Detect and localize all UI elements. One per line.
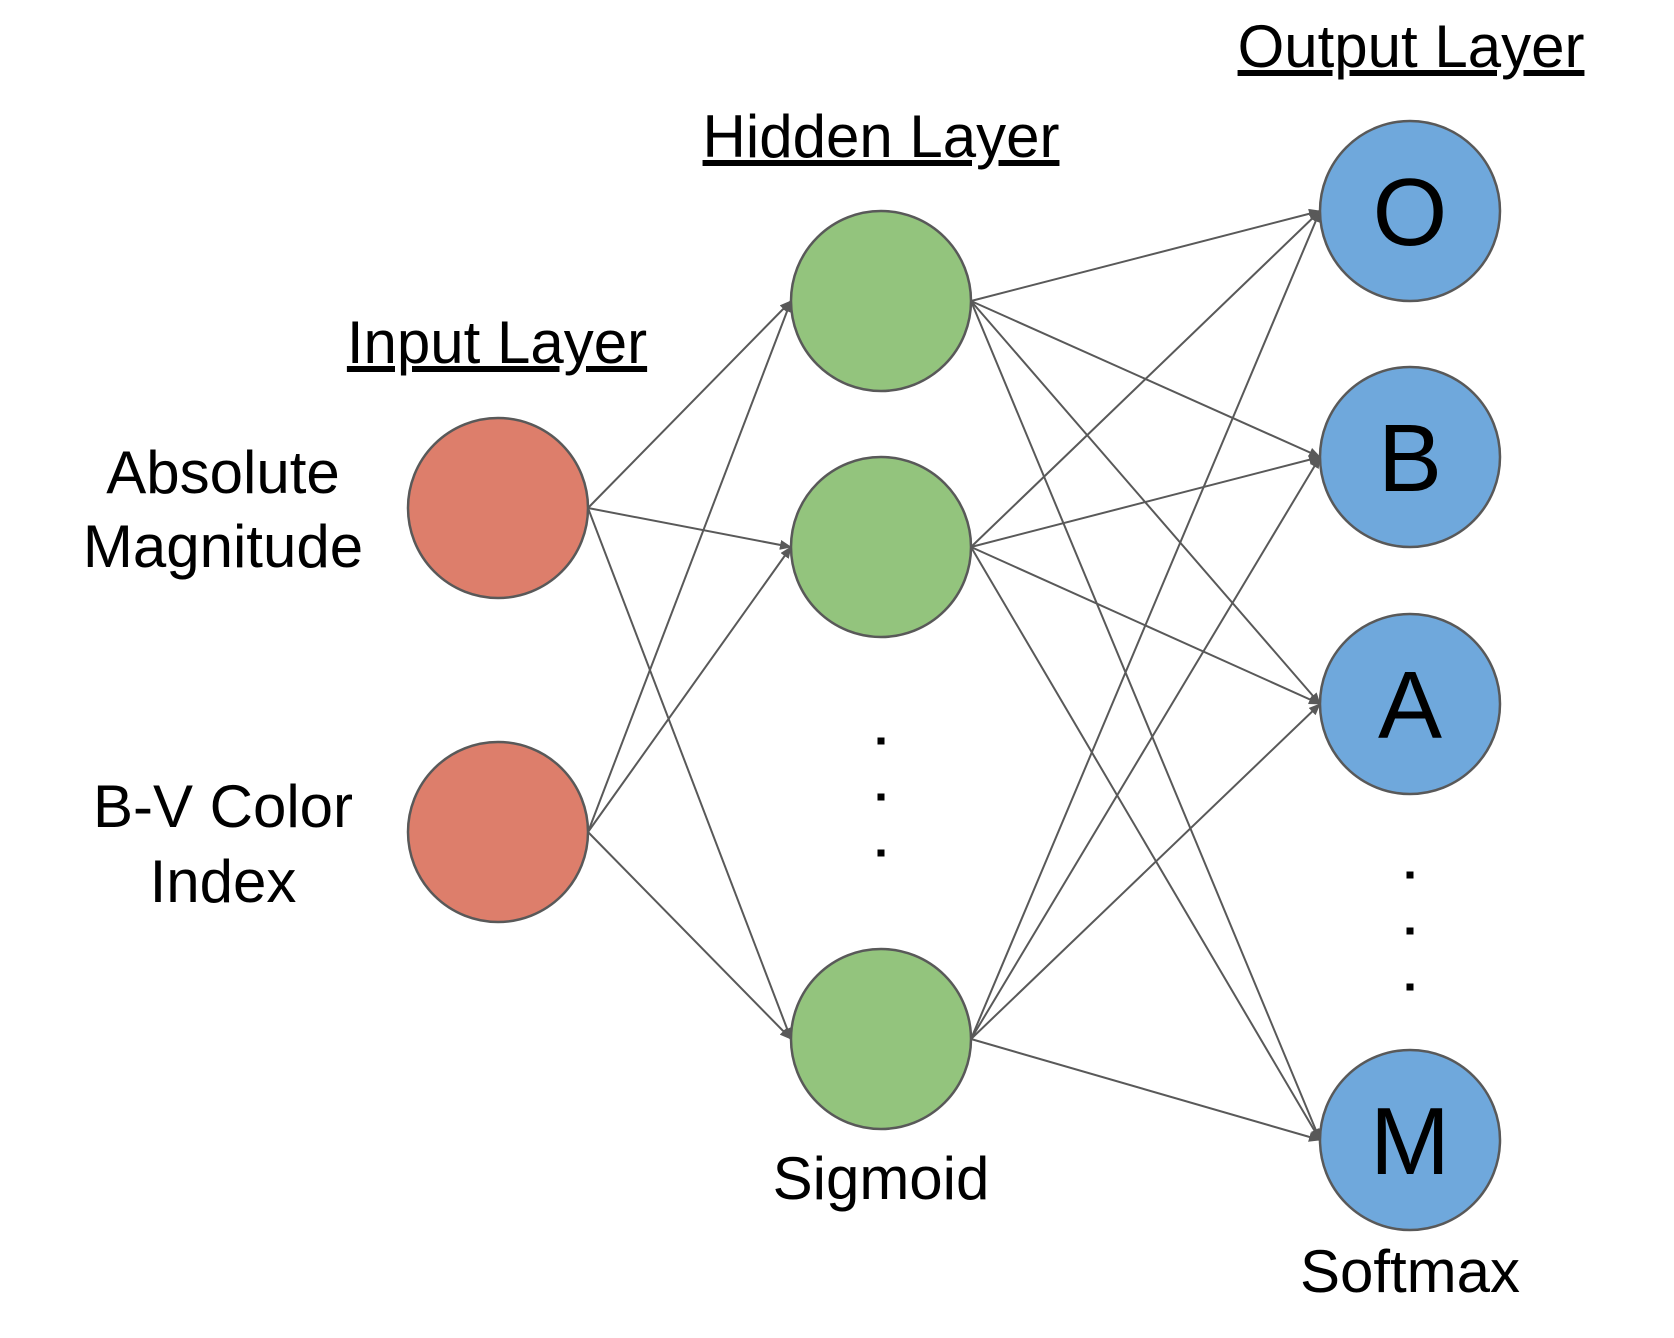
output-node-o: O (1318, 119, 1502, 303)
output-ellipsis-dot-1 (1406, 871, 1414, 879)
input-node-circle (406, 740, 590, 924)
edge-hidden-3-to-output-2 (970, 456, 1321, 1040)
edge-input-1-to-hidden-2 (587, 507, 792, 550)
output-ellipsis-dot-3 (1406, 983, 1414, 991)
output-node-circle (1318, 119, 1502, 303)
hidden-layer-title: Hidden Layer (703, 103, 1060, 170)
hidden-activation-label: Sigmoid (773, 1145, 990, 1212)
hidden-node-circle (789, 947, 973, 1131)
hidden-ellipsis-dot-1 (877, 737, 885, 745)
ellipsis-dots (877, 737, 1414, 991)
hidden-node-circle (789, 209, 973, 393)
edge-hidden-1-to-output-4 (970, 300, 1321, 1141)
output-node-circle (1318, 612, 1502, 796)
edges-group (587, 208, 1321, 1142)
hidden-node-1 (789, 209, 973, 393)
edge-input-2-to-hidden-3 (587, 831, 792, 1040)
output-layer-title: Output Layer (1238, 13, 1585, 80)
edge-hidden-2-to-output-1 (970, 210, 1321, 548)
output-node-label: B (1378, 405, 1442, 512)
edge-input-1-to-hidden-1 (587, 300, 792, 509)
input-label-bv-line2: Index (150, 848, 297, 915)
input-node-2 (406, 740, 590, 924)
output-node-label: A (1378, 652, 1442, 759)
hidden-node-3 (789, 947, 973, 1131)
input-label-bv-line1: B-V Color (93, 773, 353, 840)
edge-input-2-to-hidden-1 (587, 300, 792, 833)
input-label-absolute-line1: Absolute (106, 439, 340, 506)
output-node-label: O (1373, 159, 1448, 266)
output-node-b: B (1318, 365, 1502, 549)
edge-hidden-2-to-output-2 (970, 454, 1321, 548)
nodes-group: O B A M (406, 119, 1502, 1232)
edge-hidden-1-to-output-1 (970, 208, 1321, 302)
edge-hidden-3-to-output-4 (970, 1038, 1321, 1142)
output-activation-label: Softmax (1300, 1238, 1520, 1305)
input-layer-title: Input Layer (347, 309, 647, 376)
hidden-node-2 (789, 455, 973, 639)
output-node-a: A (1318, 612, 1502, 796)
hidden-ellipsis-dot-3 (877, 849, 885, 857)
output-node-m: M (1318, 1048, 1502, 1232)
edge-input-1-to-hidden-3 (587, 507, 792, 1040)
edge-input-2-to-hidden-2 (587, 546, 792, 833)
output-ellipsis-dot-2 (1406, 927, 1414, 935)
input-node-1 (406, 416, 590, 600)
output-node-label: M (1370, 1088, 1450, 1195)
edge-hidden-3-to-output-1 (970, 210, 1321, 1040)
input-label-absolute-line2: Magnitude (83, 513, 363, 580)
input-node-circle (406, 416, 590, 600)
edge-hidden-3-to-output-3 (970, 703, 1321, 1040)
hidden-ellipsis-dot-2 (877, 793, 885, 801)
output-node-circle (1318, 1048, 1502, 1232)
output-node-circle (1318, 365, 1502, 549)
hidden-node-circle (789, 455, 973, 639)
edge-hidden-2-to-output-4 (970, 546, 1321, 1141)
